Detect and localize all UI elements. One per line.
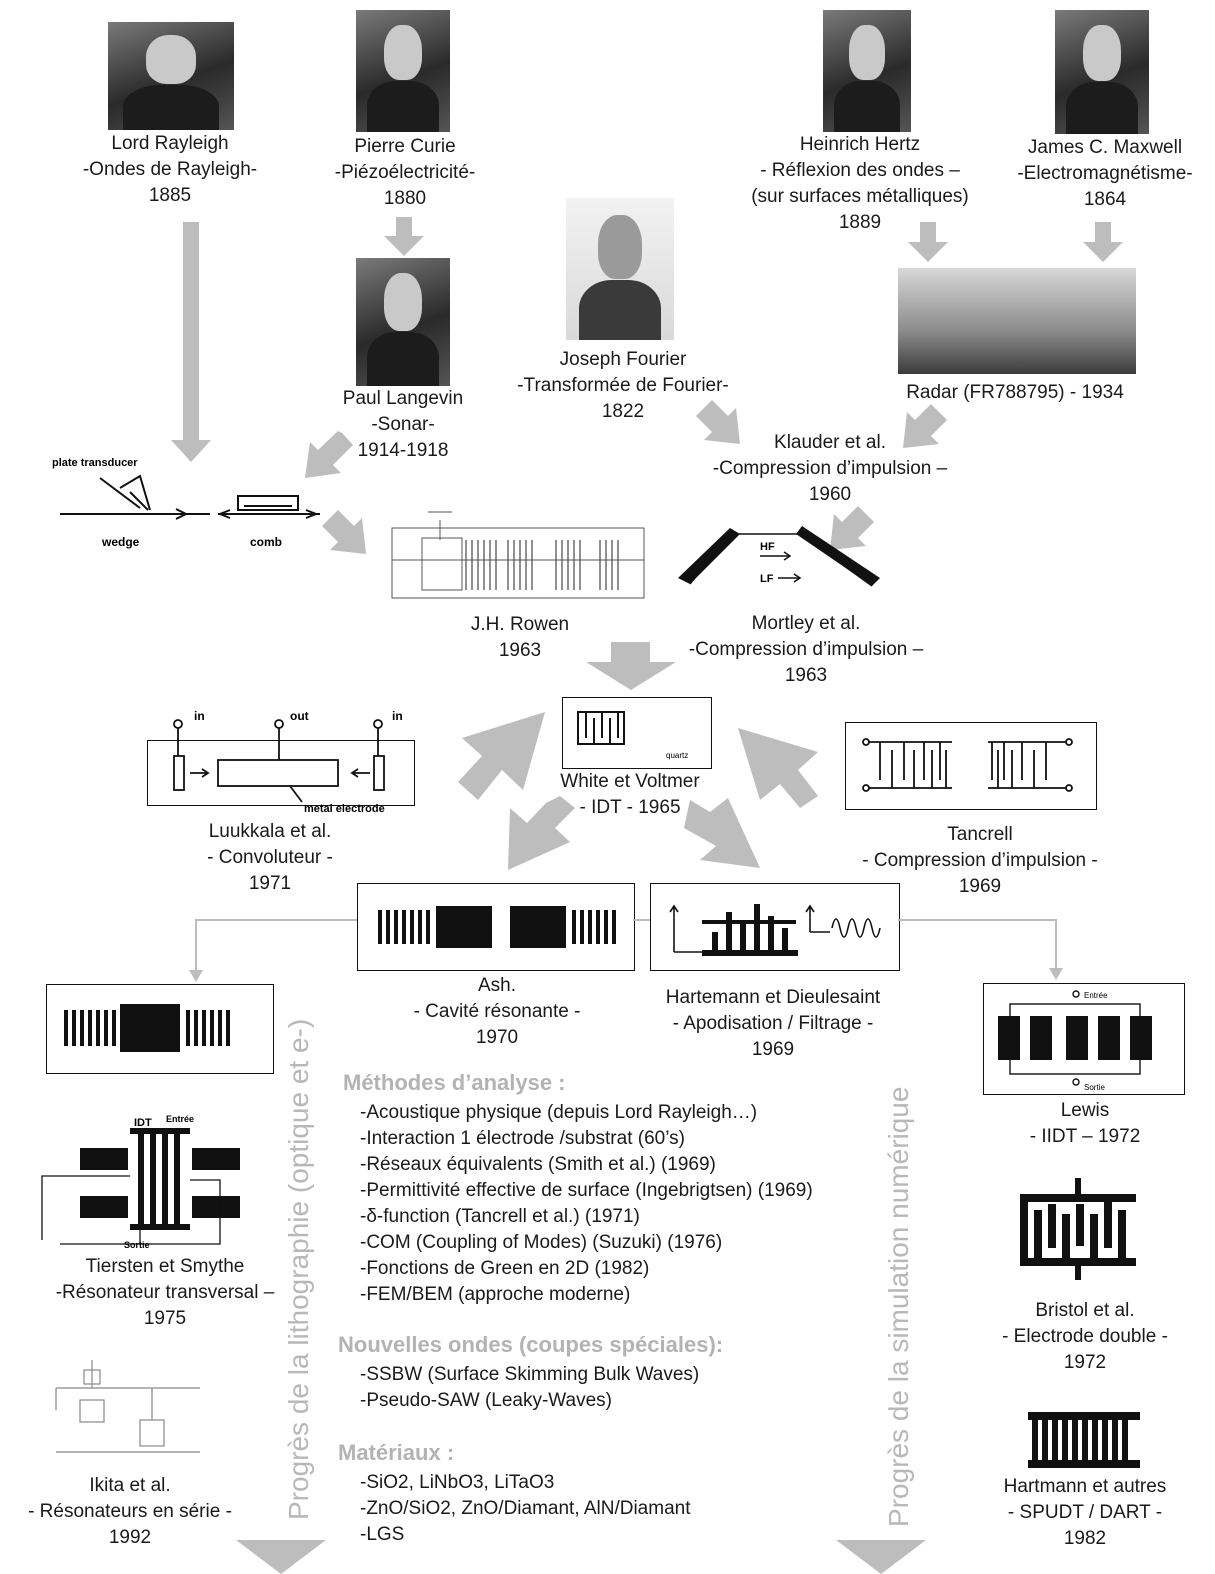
bristol-electrode-sketch: [1020, 1178, 1136, 1280]
curie-photo: [356, 10, 450, 132]
lewis-caption: Lewis- IIDT – 1972: [1029, 1100, 1141, 1147]
maxwell-caption: James C. Maxwell-Electromagnétisme-1864: [1017, 137, 1193, 210]
langevin-caption: Paul Langevin-Sonar-1914-1918: [342, 388, 464, 461]
curie-caption: Pierre Curie-Piézoélectricité-1880: [334, 136, 476, 209]
hartmann-spudt-sketch: [1028, 1412, 1140, 1468]
arrow-klauder-mortley: [830, 506, 874, 550]
luukkala-caption: Luukkala et al.- Convoluteur -1971: [207, 821, 333, 894]
analyse-item: -Fonctions de Green en 2D (1982): [360, 1258, 650, 1279]
arrow-comb-rowen: [322, 510, 366, 554]
langevin-photo: [356, 258, 450, 386]
tiersten-caption: Tiersten et Smythe-Résonateur transversa…: [55, 1256, 275, 1329]
comb-label: comb: [250, 535, 282, 549]
analyse-item: -Réseaux équivalents (Smith et al.) (196…: [360, 1154, 716, 1175]
plate-transducer-label: plate transducer: [52, 457, 138, 469]
in-left-label: in: [194, 709, 205, 723]
fourier-portrait: [566, 198, 674, 340]
analyse-list: -Acoustique physique (depuis Lord Raylei…: [360, 1100, 813, 1308]
idt-label: IDT: [134, 1117, 152, 1129]
connector-ash-left: [195, 919, 357, 972]
materiaux-item: -ZnO/SiO2, ZnO/Diamant, AlN/Diamant: [360, 1498, 691, 1519]
hertz-photo: [823, 10, 911, 132]
arrow-simul-down: [836, 1540, 926, 1574]
radar-photo: [898, 268, 1136, 374]
hartmann-caption: Hartmann et autres- SPUDT / DART -1982: [1003, 1476, 1167, 1549]
arrow-white-tancrell: [738, 728, 818, 808]
ondes-list: -SSBW (Surface Skimming Bulk Waves) -Pse…: [360, 1362, 699, 1414]
mortley-caption: Mortley et al.-Compression d’impulsion –…: [688, 613, 924, 686]
rayleigh-caption: Lord Rayleigh-Ondes de Rayleigh-1885: [82, 133, 258, 206]
lf-label: LF: [760, 573, 774, 585]
analyse-item: -Interaction 1 électrode /substrat (60’s…: [360, 1128, 685, 1149]
hertz-caption: Heinrich Hertz- Réflexion des ondes –(su…: [751, 134, 969, 233]
bristol-caption: Bristol et al.- Electrode double -1972: [1002, 1300, 1168, 1373]
analyse-item: -COM (Coupling of Modes) (Suzuki) (1976): [360, 1232, 723, 1253]
materiaux-item: -LGS: [360, 1524, 405, 1545]
out-label: out: [290, 709, 309, 723]
tiersten-sortie-label: Sortie: [124, 1240, 150, 1250]
materiaux-item: -SiO2, LiNbO3, LiTaO3: [360, 1472, 555, 1493]
maxwell-photo: [1055, 10, 1149, 134]
ondes-item: -Pseudo-SAW (Leaky-Waves): [360, 1390, 612, 1411]
simulation-progress-label: Progrès de la simulation numérique: [883, 1086, 914, 1527]
rayleigh-photo: [108, 22, 234, 130]
arrow-white-luukkala: [458, 712, 545, 800]
materiaux-list: -SiO2, LiNbO3, LiTaO3 -ZnO/SiO2, ZnO/Dia…: [360, 1470, 691, 1548]
analyse-item: -δ-function (Tancrell et al.) (1971): [360, 1206, 640, 1227]
mortley-array-sketch: [678, 526, 880, 587]
ikita-caption: Ikita et al.- Résonateurs en série -1992: [28, 1475, 232, 1548]
tancrell-caption: Tancrell- Compression d’impulsion -1969: [862, 824, 1098, 897]
white-figure-box: [562, 697, 712, 769]
connector-hartemann-right-head: [1049, 968, 1063, 980]
hf-label: HF: [760, 541, 775, 553]
lithography-progress-label: Progrès de la lithographie (optique et e…: [283, 1018, 314, 1520]
radar-caption: Radar (FR788795) - 1934: [906, 382, 1124, 403]
ash-caption: Ash.- Cavité résonante -1970: [413, 975, 581, 1048]
hartemann-caption: Hartemann et Dieulesaint- Apodisation / …: [665, 987, 881, 1060]
luukkala-figure-box: [147, 740, 415, 806]
arrow-rayleigh-down: [171, 222, 211, 462]
lewis-figure-box: [983, 983, 1185, 1095]
rowen-patent-sketch: [391, 511, 645, 599]
analyse-item: -Acoustique physique (depuis Lord Raylei…: [360, 1102, 758, 1123]
tancrell-figure-box: [845, 722, 1097, 810]
tiersten-entree-label: Entrée: [166, 1114, 194, 1124]
connector-ash-left-head: [189, 970, 203, 982]
arrow-curie-langevin: [384, 217, 424, 256]
lithography-resonator-box: [46, 984, 274, 1074]
tiersten-resonator-sketch: [41, 1128, 240, 1245]
klauder-caption: Klauder et al.-Compression d’impulsion –…: [712, 432, 948, 505]
ash-figure-box: [357, 883, 635, 971]
ondes-title: Nouvelles ondes (coupes spéciales):: [338, 1332, 724, 1357]
white-caption: White et Voltmer- IDT - 1965: [560, 771, 700, 818]
analyse-item: -Permittivité effective de surface (Inge…: [360, 1180, 813, 1201]
analyse-title: Méthodes d’analyse :: [343, 1070, 566, 1095]
fourier-caption: Joseph Fourier-Transformée de Fourier-18…: [517, 349, 729, 422]
hartemann-figure-box: [650, 883, 900, 971]
in-right-label: in: [392, 709, 403, 723]
arrow-maxwell-radar: [1083, 222, 1123, 262]
connector-hartemann-right: [898, 919, 1057, 970]
ondes-item: -SSBW (Surface Skimming Bulk Waves): [360, 1364, 700, 1385]
wedge-label: wedge: [101, 535, 140, 549]
materiaux-title: Matériaux :: [338, 1440, 455, 1465]
ikita-circuit-sketch: [55, 1360, 200, 1453]
wedge-comb-sketch: [60, 474, 320, 520]
analyse-item: -FEM/BEM (approche moderne): [360, 1284, 631, 1305]
